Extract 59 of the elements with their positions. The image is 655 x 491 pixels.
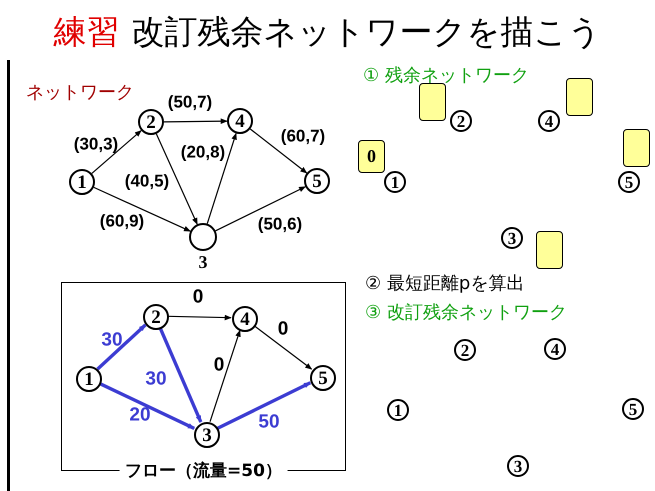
edge-label: 30 bbox=[101, 330, 123, 352]
edge-label: (40,5) bbox=[124, 172, 170, 192]
edge-label: 0 bbox=[278, 320, 288, 340]
arrow bbox=[158, 327, 202, 423]
node-circle: 3 bbox=[501, 227, 523, 249]
edge-label: 20 bbox=[129, 406, 151, 426]
arrow bbox=[96, 324, 147, 370]
node-circle: 4 bbox=[227, 108, 253, 134]
arrow bbox=[250, 128, 308, 174]
node-circle: 4 bbox=[232, 306, 258, 332]
arrow bbox=[91, 130, 142, 174]
arrow bbox=[206, 132, 237, 224]
arrow bbox=[164, 118, 228, 124]
node-circle: 5 bbox=[622, 398, 644, 420]
node-circle: 3 bbox=[194, 422, 220, 448]
node-circle: 4 bbox=[538, 110, 560, 132]
edge-label: 0 bbox=[214, 356, 224, 376]
empty-box bbox=[623, 129, 650, 167]
section-label: ② 最短距離pを算出 bbox=[365, 272, 524, 295]
edge-label: 30 bbox=[145, 370, 167, 390]
node-number: 3 bbox=[198, 252, 208, 273]
arrow bbox=[254, 325, 312, 370]
title: 改訂残余ネットワークを描こう bbox=[132, 11, 602, 53]
edge-label: (20,8) bbox=[180, 144, 226, 162]
node-circle: 1 bbox=[387, 399, 409, 421]
arrow bbox=[94, 186, 191, 232]
arrow bbox=[216, 381, 312, 430]
section-label: ネットワーク bbox=[26, 81, 134, 104]
arrow bbox=[168, 314, 232, 320]
edge-label: (50,6) bbox=[258, 216, 302, 234]
section-label: ③ 改訂残余ネットワーク bbox=[365, 301, 567, 324]
node-circle: 1 bbox=[384, 171, 406, 193]
arrow bbox=[156, 134, 198, 225]
node-circle: 2 bbox=[450, 110, 472, 132]
node-circle: 4 bbox=[544, 338, 566, 360]
edge-label: (60,7) bbox=[280, 128, 326, 146]
node-circle: 5 bbox=[618, 171, 640, 193]
edge-label: (60,9) bbox=[100, 212, 144, 232]
node-circle: 5 bbox=[310, 365, 336, 391]
node-circle: 3 bbox=[507, 455, 529, 477]
empty-box bbox=[536, 231, 563, 269]
empty-box bbox=[419, 83, 446, 121]
node-circle: 5 bbox=[304, 168, 330, 194]
node-circle: 2 bbox=[454, 339, 476, 361]
node-circle: 1 bbox=[69, 169, 95, 195]
arrow bbox=[215, 186, 306, 232]
section-label: ① 残余ネットワーク bbox=[363, 64, 529, 87]
title-label: 練習 bbox=[54, 11, 120, 53]
edge-label: (30,3) bbox=[74, 136, 118, 154]
arrow bbox=[99, 382, 195, 430]
value-box: 0 bbox=[358, 140, 385, 173]
arrow bbox=[209, 330, 241, 422]
node-circle: 1 bbox=[76, 366, 102, 392]
empty-box bbox=[566, 78, 593, 116]
node-circle: 2 bbox=[138, 109, 164, 135]
edge-label: 50 bbox=[258, 412, 280, 434]
edge-label: 0 bbox=[192, 288, 204, 308]
node-circle: 2 bbox=[143, 304, 169, 330]
edge-label: (50,7) bbox=[168, 94, 212, 112]
